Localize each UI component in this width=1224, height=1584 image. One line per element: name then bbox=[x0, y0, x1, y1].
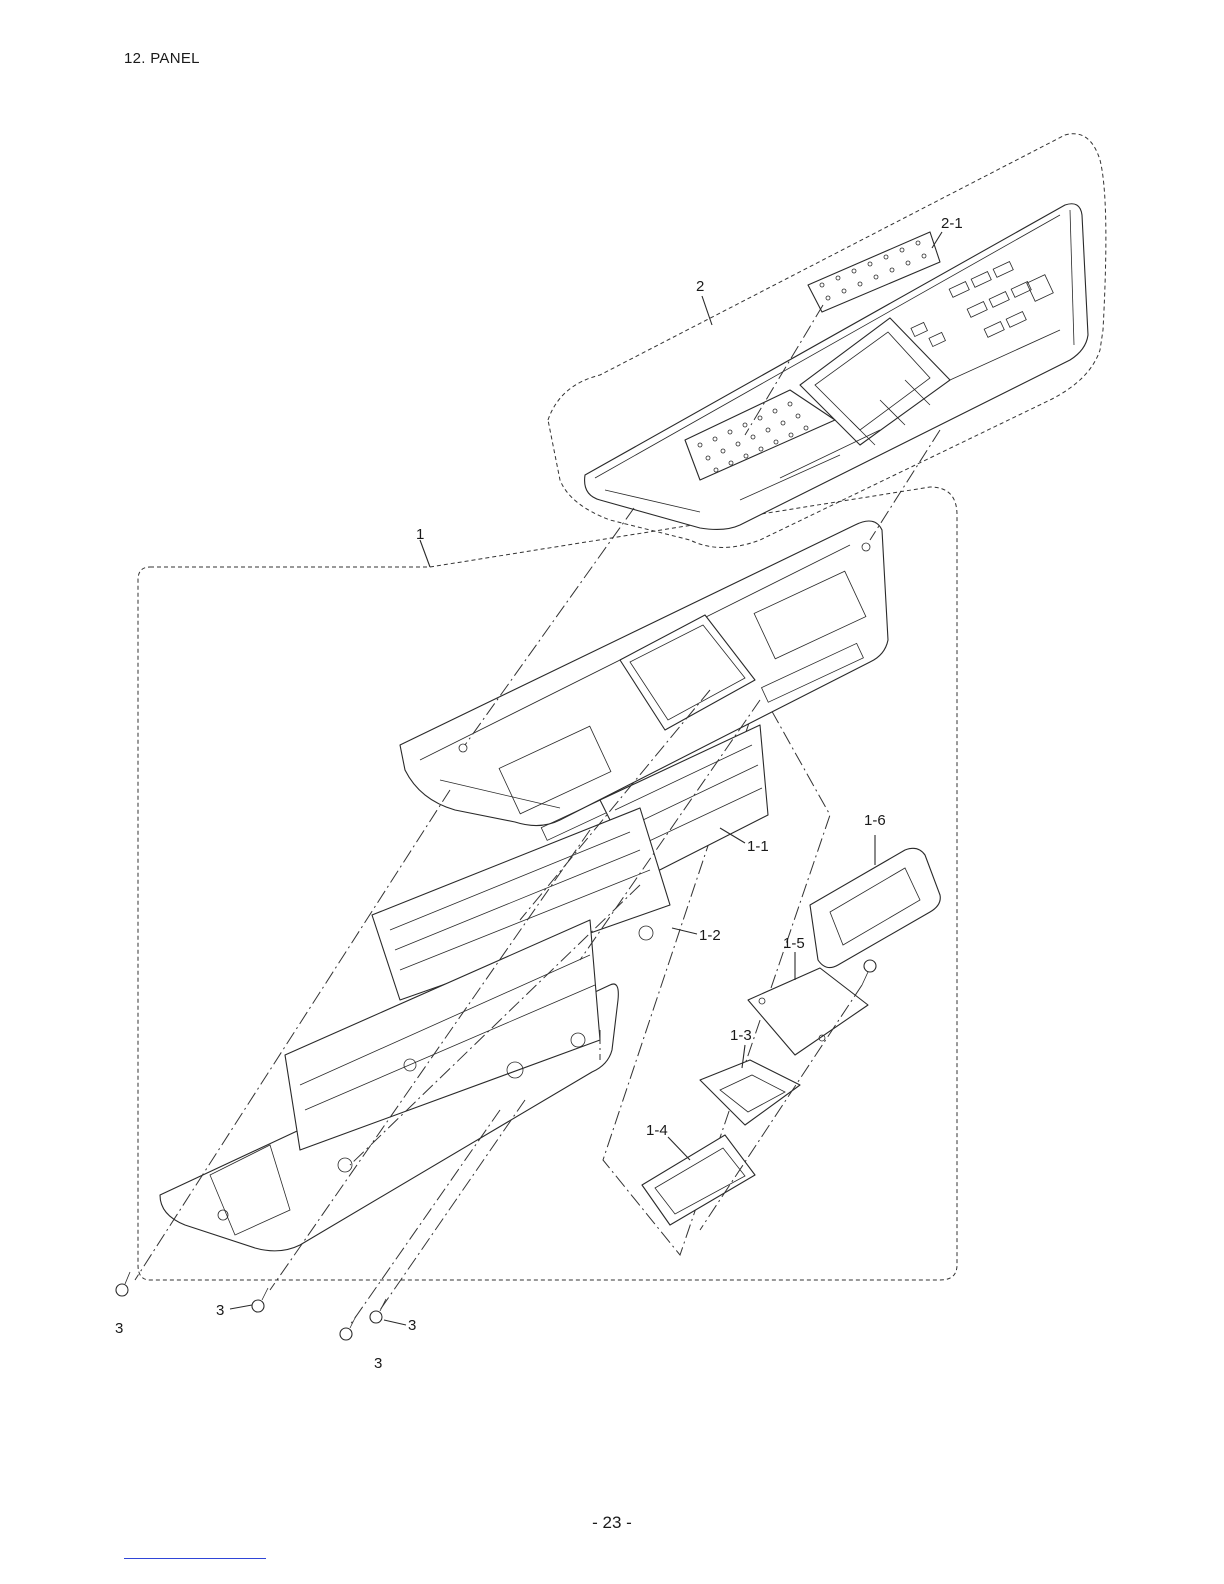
callout-2-1: 2-1 bbox=[941, 215, 963, 232]
callout-1-4: 1-4 bbox=[646, 1122, 668, 1139]
callout-1-5: 1-5 bbox=[783, 935, 805, 952]
callout-3-d: 3 bbox=[408, 1317, 416, 1334]
screw-3-c bbox=[340, 1316, 356, 1340]
lcd-part bbox=[642, 1135, 755, 1225]
callout-3-a: 3 bbox=[115, 1320, 123, 1337]
lcd-holder-part bbox=[700, 1060, 800, 1125]
screw-1-5 bbox=[862, 960, 876, 985]
callout-1-6: 1-6 bbox=[864, 812, 886, 829]
callout-2: 2 bbox=[696, 278, 704, 295]
screw-3-b bbox=[252, 1288, 268, 1312]
callout-1: 1 bbox=[416, 526, 424, 543]
callout-3-b: 3 bbox=[216, 1302, 224, 1319]
lcd-board-part bbox=[748, 968, 868, 1055]
screw-3-a bbox=[116, 1272, 130, 1296]
panel-base-part bbox=[160, 920, 618, 1251]
callout-1-3: 1-3 bbox=[730, 1027, 752, 1044]
footer-link-underline[interactable] bbox=[124, 1558, 266, 1559]
callout-3-c: 3 bbox=[374, 1355, 382, 1372]
page-number: - 23 - bbox=[0, 1513, 1224, 1533]
callout-1-1: 1-1 bbox=[747, 838, 769, 855]
screw-3-d bbox=[370, 1299, 386, 1323]
lcd-film-part bbox=[810, 848, 940, 967]
callout-1-2: 1-2 bbox=[699, 927, 721, 944]
